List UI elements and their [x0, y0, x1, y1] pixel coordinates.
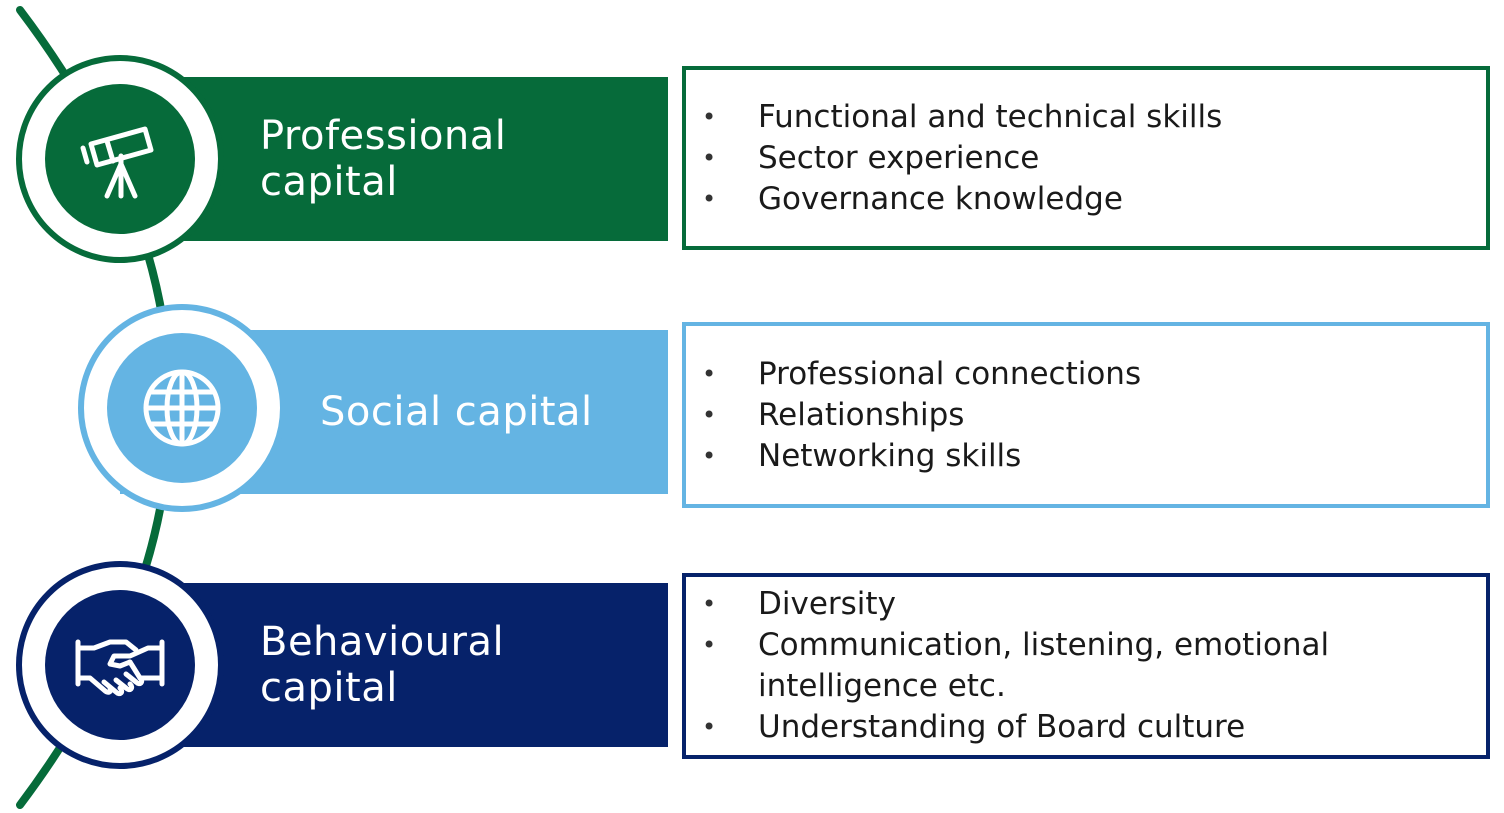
social-capital-list: •Professional connections •Relationships…	[702, 354, 1141, 477]
list-item: •Professional connections	[702, 354, 1141, 395]
list-item: •Communication, listening, emotional int…	[702, 627, 1330, 704]
social-capital-label: Social capital	[320, 389, 593, 435]
bullet: •	[702, 631, 717, 659]
bullet: •	[702, 400, 717, 429]
telescope-icon	[80, 126, 154, 199]
professional-capital-box: •Functional and technical skills •Sector…	[682, 66, 1490, 250]
bullet: •	[702, 359, 717, 388]
professional-capital-list: •Functional and technical skills •Sector…	[702, 97, 1222, 220]
list-item: •Relationships	[702, 395, 1141, 436]
social-capital-circle	[78, 304, 286, 512]
bullet: •	[702, 143, 717, 172]
behavioural-capital-circle	[16, 561, 224, 769]
social-capital-box: •Professional connections •Relationships…	[682, 322, 1490, 508]
professional-capital-icon-disc	[45, 84, 195, 234]
behavioural-capital-label: Behavioural capital	[260, 619, 505, 711]
bullet: •	[702, 713, 717, 741]
bullet: •	[702, 184, 717, 213]
bullet: •	[702, 590, 717, 618]
list-item: •Sector experience	[702, 138, 1222, 179]
behavioural-capital-box: •Diversity •Communication, listening, em…	[682, 573, 1490, 759]
list-item: •Networking skills	[702, 436, 1141, 477]
bullet: •	[702, 441, 717, 470]
list-item: •Functional and technical skills	[702, 97, 1222, 138]
behavioural-capital-list: •Diversity •Communication, listening, em…	[702, 584, 1329, 748]
list-item: •Understanding of Board culture	[702, 707, 1329, 748]
professional-capital-band: Professional capital	[120, 77, 668, 241]
professional-capital-label: Professional capital	[260, 113, 507, 205]
professional-capital-circle	[16, 55, 224, 263]
list-item: •Diversity	[702, 584, 1329, 625]
handshake-icon	[75, 639, 165, 697]
social-capital-icon-disc	[107, 333, 257, 483]
behavioural-capital-icon-disc	[45, 590, 195, 740]
bullet: •	[702, 102, 717, 131]
list-item: •Governance knowledge	[702, 179, 1222, 220]
globe-icon	[143, 369, 221, 447]
